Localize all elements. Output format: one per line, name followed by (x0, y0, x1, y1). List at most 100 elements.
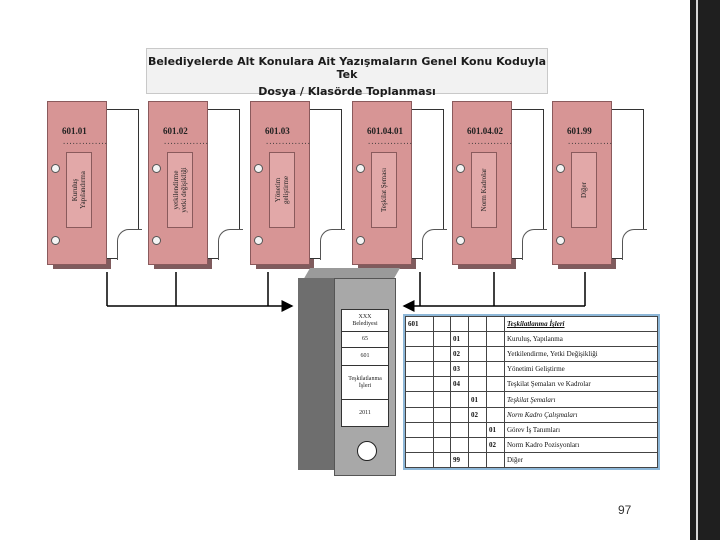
table-cell-code: 01 (468, 391, 487, 408)
table-cell-code (405, 421, 434, 438)
table-row: 03 Yönetimi Geliştirme (405, 361, 658, 378)
table-cell-code (450, 391, 469, 408)
table-cell-code: 04 (450, 376, 469, 393)
cabinet-front: XXX Belediyesi 65 601 Teşkilatlanma İşle… (334, 278, 396, 476)
table-cell-text: Norm Kadro Çalışmaları (504, 406, 658, 423)
binder-label: Teşkilat Şeması (371, 152, 397, 228)
binder-paper-curl (320, 229, 345, 260)
table-cell-text: Görev İş Tanımları (504, 421, 658, 438)
ring-hole-icon (51, 164, 60, 173)
binder-code: 601.01 (62, 126, 87, 136)
table-cell-code (450, 406, 469, 423)
table-cell-code (433, 421, 451, 438)
ring-hole-icon (152, 164, 161, 173)
cabinet-label-card: XXX Belediyesi 65 601 Teşkilatlanma İşle… (341, 309, 389, 427)
binder-paper-curl (218, 229, 243, 260)
table-cell-text: Yetkilendirme, Yetki Değişikliği (504, 346, 658, 363)
binder-code: 601.04.01 (367, 126, 403, 136)
ring-hole-icon (356, 236, 365, 245)
binder-paper-curl (117, 229, 142, 260)
binder-dots: .............. (367, 139, 413, 147)
table-cell-code (405, 376, 434, 393)
table-cell-code (468, 315, 487, 333)
table-cell-code (405, 436, 434, 453)
binder-dots: .............. (265, 139, 311, 147)
card-year: 2011 (359, 409, 371, 416)
table-cell-code (486, 406, 505, 423)
binder-spine: 601.99 .............. Diğer (552, 101, 613, 265)
table-cell-code (433, 451, 451, 469)
page-number: 97 (618, 503, 632, 517)
binder-paper-curl (622, 229, 647, 260)
binder-dots: .............. (163, 139, 209, 147)
cabinet-handle-icon (357, 441, 377, 461)
card-num-2: 601 (342, 348, 388, 366)
table-cell-code (486, 315, 505, 333)
ring-hole-icon (254, 236, 263, 245)
card-subject-line-2: İşleri (358, 382, 372, 389)
cabinet-side (298, 278, 334, 470)
table-cell-text: Diğer (504, 451, 658, 469)
table-cell-code (486, 376, 505, 393)
binder-label: Diğer (571, 152, 597, 228)
table-cell-code (405, 346, 434, 363)
ring-hole-icon (51, 236, 60, 245)
card-org-line-2: Belediyesi (352, 320, 378, 327)
binder-601-04-02: 601.04.02 .............. Norm Kadrolar (452, 101, 550, 269)
binder-paper-curl (522, 229, 547, 260)
file-cabinet: XXX Belediyesi 65 601 Teşkilatlanma İşle… (298, 268, 401, 476)
table-cell-code (433, 376, 451, 393)
title-line-1: Belediyelerde Alt Konulara Ait Yazışmala… (147, 55, 547, 81)
table-cell-code (468, 346, 487, 363)
table-cell-text: Yönetimi Geliştirme (504, 361, 658, 378)
ring-hole-icon (254, 164, 263, 173)
table-cell-code: 02 (450, 346, 469, 363)
binder-code: 601.02 (163, 126, 188, 136)
table-cell-code (468, 451, 487, 469)
table-cell-code: 03 (450, 361, 469, 378)
table-cell-code (486, 346, 505, 363)
table-cell-code: 01 (450, 331, 469, 348)
binder-spine: 601.04.01 .............. Teşkilat Şeması (352, 101, 413, 265)
table-cell-code: 99 (450, 451, 469, 469)
table-cell-code: 02 (468, 406, 487, 423)
card-num-1: 65 (342, 332, 388, 348)
table-cell-code (468, 436, 487, 453)
table-cell-code (405, 361, 434, 378)
table-cell-code (450, 436, 469, 453)
table-cell-code (486, 331, 505, 348)
table-cell-code: 01 (486, 421, 505, 438)
table-cell-code (486, 391, 505, 408)
table-cell-code (486, 361, 505, 378)
table-cell-code (433, 331, 451, 348)
table-cell-code (405, 331, 434, 348)
binder-code: 601.99 (567, 126, 592, 136)
ring-hole-icon (456, 164, 465, 173)
table-cell-text: Norm Kadro Pozisyonları (504, 436, 658, 453)
table-cell-text: Teşkilatlanma İşleri (504, 315, 658, 333)
table-cell-code (433, 361, 451, 378)
table-cell-code (468, 361, 487, 378)
binder-spine: 601.04.02 .............. Norm Kadrolar (452, 101, 513, 265)
table-cell-code (450, 421, 469, 438)
ring-hole-icon (556, 164, 565, 173)
table-cell-code (468, 376, 487, 393)
binder-dots: .............. (467, 139, 513, 147)
table-cell-code (433, 315, 451, 333)
binder-code: 601.04.02 (467, 126, 503, 136)
binder-label: Norm Kadrolar (471, 152, 497, 228)
